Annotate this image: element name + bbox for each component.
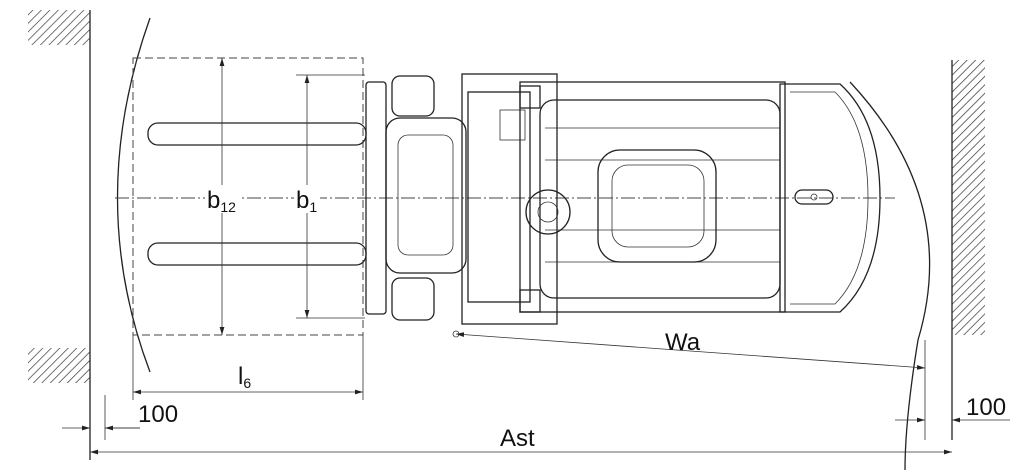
dimension-wa: Wa	[452, 329, 926, 370]
ast-label: Ast	[500, 425, 535, 452]
left-clearance-label: 100	[138, 401, 178, 428]
dimension-b1: b1	[294, 74, 365, 319]
wa-label: Wa	[665, 329, 701, 356]
dimension-right-clearance: 100	[895, 394, 1010, 423]
load-swing-arc	[116, 17, 151, 373]
right-clearance-label: 100	[966, 394, 1006, 421]
fork-upper	[147, 122, 367, 146]
right-wall	[924, 60, 985, 440]
b12-subscript: 12	[220, 199, 236, 215]
b1-subscript: 1	[309, 199, 317, 215]
left-wall	[28, 10, 106, 460]
b1-label: b	[296, 187, 309, 214]
svg-text:l6: l6	[238, 363, 251, 391]
svg-text:b1: b1	[296, 187, 317, 215]
fork-lower	[147, 242, 367, 266]
b12-label: b	[207, 187, 220, 214]
load-outline	[132, 57, 364, 336]
l6-label: l	[238, 363, 243, 390]
l6-subscript: 6	[243, 375, 251, 391]
counterweight-swing-arc	[849, 81, 931, 471]
forklift-truck	[365, 73, 881, 325]
dimension-left-clearance: 100	[62, 401, 178, 431]
dimension-ast: Ast	[90, 425, 952, 455]
dimension-b12: b12	[205, 58, 239, 335]
dimension-l6: l6	[132, 335, 364, 400]
svg-text:b12: b12	[207, 187, 236, 215]
